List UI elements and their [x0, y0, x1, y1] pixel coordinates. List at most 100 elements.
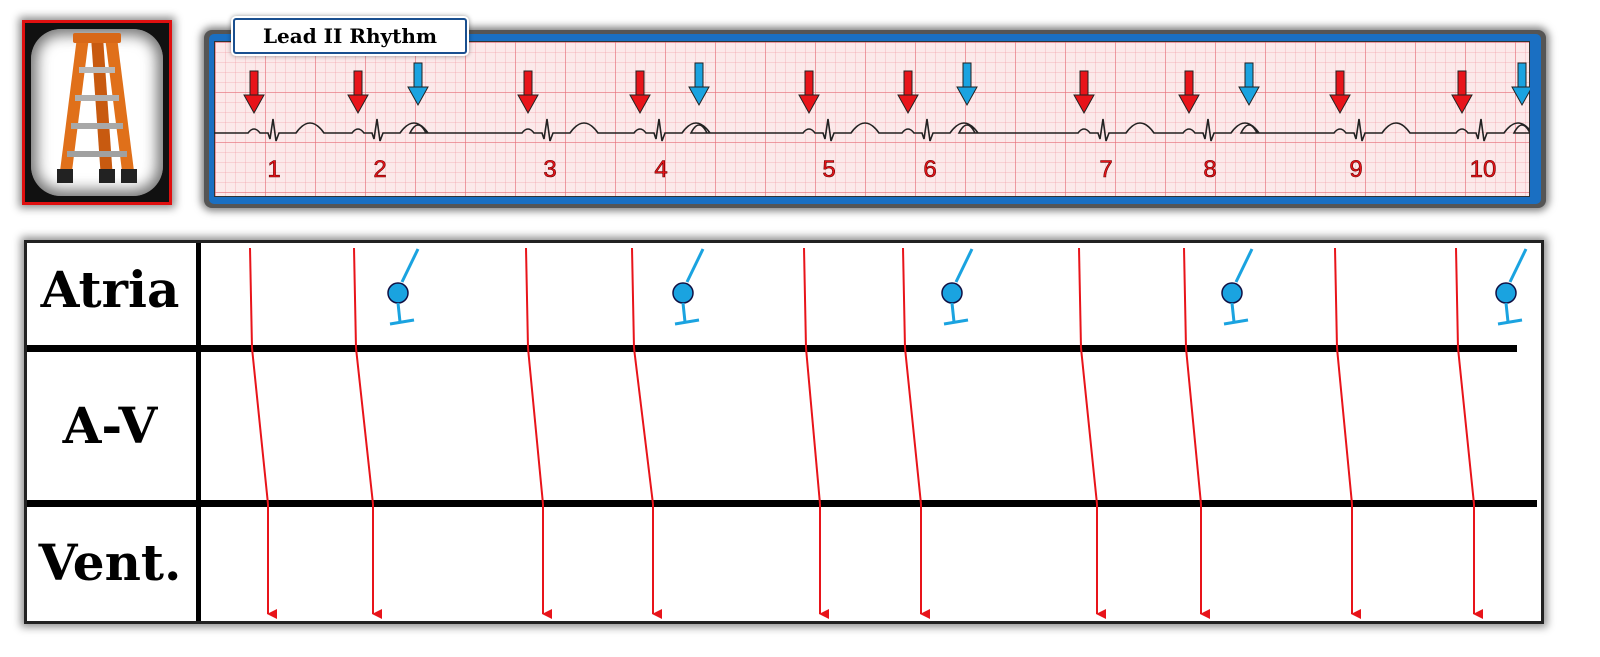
beat-number-label: 4	[654, 156, 667, 183]
down-arrow-icon	[347, 70, 369, 115]
atrial-conduction-line	[631, 247, 635, 349]
av-conduction-line	[1080, 347, 1098, 505]
label-column-divider	[196, 243, 201, 621]
blocked-p-stem	[950, 302, 956, 323]
atrial-conduction-line	[1334, 247, 1338, 349]
conducted-beat-line	[631, 247, 662, 619]
blocked-p-wave-icon	[672, 248, 705, 326]
av-conduction-line	[904, 347, 922, 505]
conducted-beat-line	[353, 247, 382, 619]
down-arrow-icon-head	[1511, 86, 1530, 107]
ecg-trace	[214, 118, 1530, 142]
blocked-p-wave-icon	[1221, 248, 1254, 326]
blocked-p-line	[400, 248, 420, 283]
down-arrow-icon	[956, 62, 978, 107]
beat-number-label: 7	[1099, 156, 1112, 183]
av-conduction-line	[251, 347, 269, 505]
blocked-p-wave-icon	[941, 248, 974, 326]
down-arrow-icon-head	[688, 86, 710, 107]
atrial-conduction-line	[1078, 247, 1082, 349]
atrial-conduction-line	[902, 247, 906, 349]
down-arrow-icon	[517, 70, 539, 115]
down-arrow-icon-head	[407, 86, 429, 107]
blocked-p-dot	[941, 282, 963, 304]
down-arrow-icon-head	[1451, 94, 1473, 115]
ladder-photo	[31, 29, 163, 196]
down-arrow-icon	[407, 62, 429, 107]
down-arrow-icon	[798, 70, 820, 115]
conducted-beat-line	[803, 247, 829, 619]
av-conduction-line	[355, 347, 374, 505]
atrial-conduction-line	[1455, 247, 1459, 349]
ecg-grid-paper	[214, 41, 1530, 197]
av-conduction-line	[1336, 347, 1353, 505]
blocked-p-bar	[943, 318, 969, 326]
conducted-beat-line	[1455, 247, 1483, 619]
beat-number-label: 9	[1349, 156, 1362, 183]
blocked-p-bar	[1497, 318, 1523, 326]
blocked-p-stem	[1230, 302, 1236, 323]
conducted-beat-line	[1183, 247, 1210, 619]
down-arrow-icon-head	[1329, 94, 1351, 115]
down-arrow-icon-head	[243, 94, 265, 115]
blocked-p-stem	[1504, 302, 1510, 323]
av-conduction-line	[633, 347, 654, 505]
strip-title: Lead II Rhythm	[233, 18, 467, 54]
down-arrow-icon-head	[956, 86, 978, 107]
blocked-p-bar	[1223, 318, 1249, 326]
beat-number-label: 10	[1470, 156, 1497, 183]
ladder-photo-icon	[57, 33, 137, 183]
av-conduction-line	[1457, 347, 1475, 505]
down-arrow-icon	[629, 70, 651, 115]
down-arrow-icon	[1451, 70, 1473, 115]
av-conduction-line	[805, 347, 821, 505]
down-arrow-icon	[1511, 62, 1530, 107]
beat-number-label: 2	[373, 156, 386, 183]
conducted-beat-line	[525, 247, 552, 619]
blocked-p-line	[954, 248, 974, 283]
beat-number-label: 8	[1203, 156, 1216, 183]
atrial-conduction-line	[353, 247, 357, 349]
blocked-p-bar	[674, 318, 700, 326]
row-divider-atria-av	[27, 345, 1517, 352]
down-arrow-icon	[243, 70, 265, 115]
blocked-p-line	[1234, 248, 1254, 283]
row-label-vent: Vent.	[38, 533, 182, 592]
down-arrow-icon	[688, 62, 710, 107]
down-arrow-icon	[1329, 70, 1351, 115]
beat-number-label: 3	[543, 156, 556, 183]
row-divider-av-vent	[27, 500, 1537, 507]
beat-number-label: 1	[267, 156, 280, 183]
atrial-conduction-line	[249, 247, 253, 349]
down-arrow-icon-head	[1073, 94, 1095, 115]
conducted-beat-line	[1078, 247, 1106, 619]
down-arrow-icon	[1178, 70, 1200, 115]
conducted-beat-line	[1334, 247, 1361, 619]
blocked-p-wave-icon	[387, 248, 420, 326]
blocked-p-stem	[681, 302, 687, 323]
down-arrow-icon-head	[347, 94, 369, 115]
down-arrow-icon-head	[798, 94, 820, 115]
beat-number-label: 5	[822, 156, 835, 183]
blocked-p-dot	[672, 282, 694, 304]
conducted-beat-line	[249, 247, 277, 619]
av-conduction-line	[1185, 347, 1202, 505]
conducted-beat-line	[902, 247, 930, 619]
down-arrow-icon	[1238, 62, 1260, 107]
atrial-conduction-line	[525, 247, 529, 349]
down-arrow-icon-head	[517, 94, 539, 115]
row-label-av: A-V	[62, 396, 158, 455]
atrial-conduction-line	[1183, 247, 1187, 349]
blocked-p-wave-icon	[1495, 248, 1528, 326]
blocked-p-stem	[396, 302, 402, 323]
down-arrow-icon	[1073, 70, 1095, 115]
down-arrow-icon	[897, 70, 919, 115]
ladder-diagram-box	[24, 240, 1544, 624]
down-arrow-icon-head	[1178, 94, 1200, 115]
row-label-atria: Atria	[40, 260, 180, 319]
blocked-p-line	[1508, 248, 1528, 283]
av-conduction-line	[527, 347, 544, 505]
blocked-p-line	[685, 248, 705, 283]
